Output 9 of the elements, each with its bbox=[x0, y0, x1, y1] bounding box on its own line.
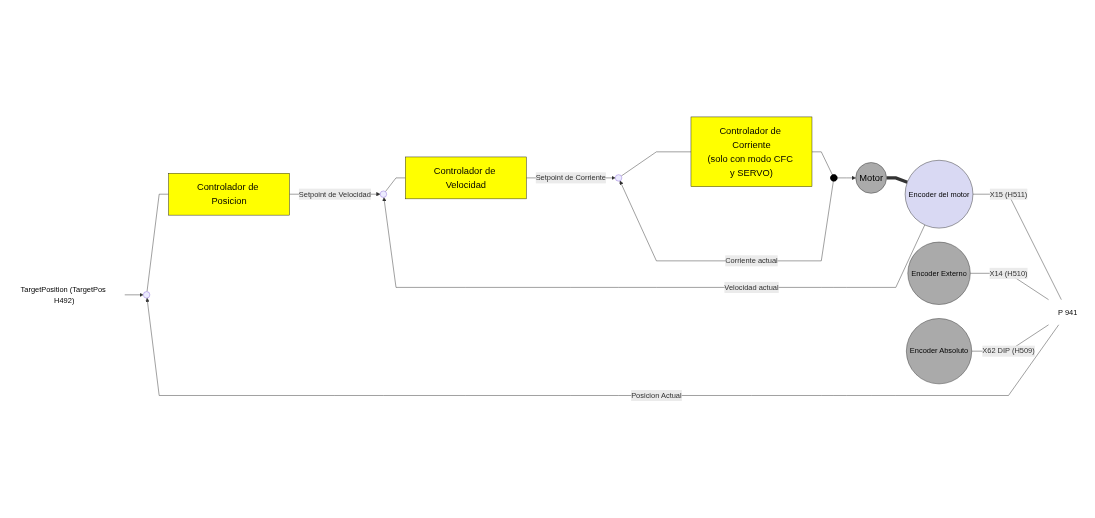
connector bbox=[811, 151, 833, 176]
node-circle bbox=[143, 291, 151, 299]
connector bbox=[886, 176, 908, 184]
node-box: Controlador de Velocidad bbox=[405, 156, 527, 200]
node-circle bbox=[615, 174, 623, 182]
node-box: Controlador de Corriente (solo con modo CFC y SERVO) bbox=[690, 116, 813, 187]
node-circle bbox=[379, 190, 387, 198]
node-circle: Motor bbox=[855, 162, 887, 194]
node-box: Controlador de Posicion bbox=[168, 173, 290, 216]
